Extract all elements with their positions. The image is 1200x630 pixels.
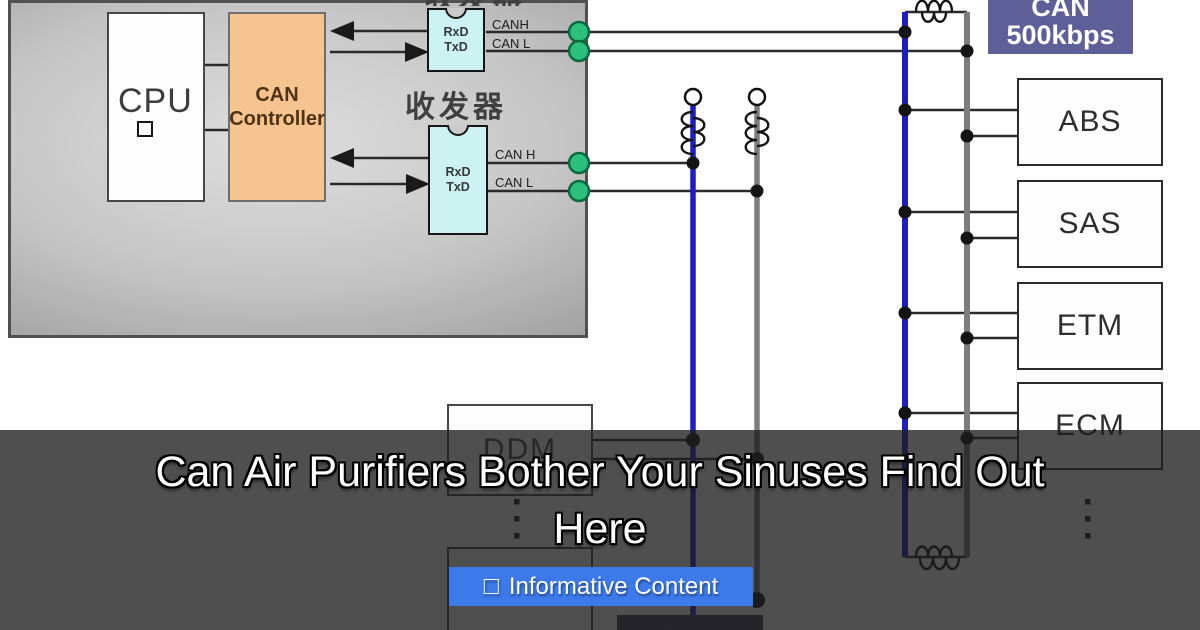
stub-coil-high [680,110,694,156]
content-type-badge: □ Informative Content [449,567,753,606]
stub-coil-high [692,116,706,148]
controller-label-line1: CAN [255,84,299,106]
speed-badge-line2: 500kbps [1006,20,1115,50]
speed-badge-line1: CAN [1031,0,1090,22]
arrow-left-icon [330,21,354,41]
arrow-right-icon [406,174,430,194]
top-termination-coil [920,11,948,23]
txd-pin-label: TxD [444,40,468,54]
canh-label-bottom: CAN H [495,147,536,162]
card-title-line1: Can Air Purifiers Bother Your Sinuses Fi… [155,448,1045,496]
cpu-label: CPU [118,82,193,120]
rxd-pin-label: RxD [443,25,469,39]
node-label: SAS [1058,207,1122,240]
transceiver-box-bottom: RxD TxD [428,125,488,235]
can-speed-badge: CAN 500kbps [988,0,1133,54]
arrow-left-icon [330,148,354,168]
can-controller-box: CAN Controller [228,12,326,202]
txd-pin-label: TxD [446,180,470,194]
chip-notch-icon [447,125,469,136]
node-sas: SAS [1017,180,1163,268]
missing-glyph-icon: □ [483,572,499,600]
controller-label-line2: Controller [229,108,325,130]
node-label: ABS [1058,105,1122,138]
direction-arrows [330,21,430,194]
transceiver-box-top: RxD TxD [427,8,485,72]
stub-terminal-circle [683,87,703,107]
card-title-line2: Here [553,505,647,553]
chip-notch-icon [445,8,467,19]
stub-coil-low [744,110,758,156]
cpu-indicator-square [137,121,153,137]
canl-label-bottom: CAN L [495,175,534,190]
node-etm: ETM [1017,282,1163,370]
canh-label-top: CANH [492,17,529,32]
transceiver-label-top-clipped: 收发器 [424,0,539,6]
top-termination-coil [914,0,954,13]
connector-dots-green [567,20,591,203]
node-label: ETM [1056,309,1124,342]
node-abs: ABS [1017,78,1163,166]
canl-label-top: CAN L [492,36,531,51]
cpu-box [107,12,205,202]
arrow-right-icon [405,42,429,62]
rxd-pin-label: RxD [445,165,471,179]
stub-coil-low [756,116,770,148]
transceiver-label: 收发器 [405,91,507,124]
stub-terminal-circle [747,87,767,107]
content-badge-label: Informative Content [508,572,719,600]
